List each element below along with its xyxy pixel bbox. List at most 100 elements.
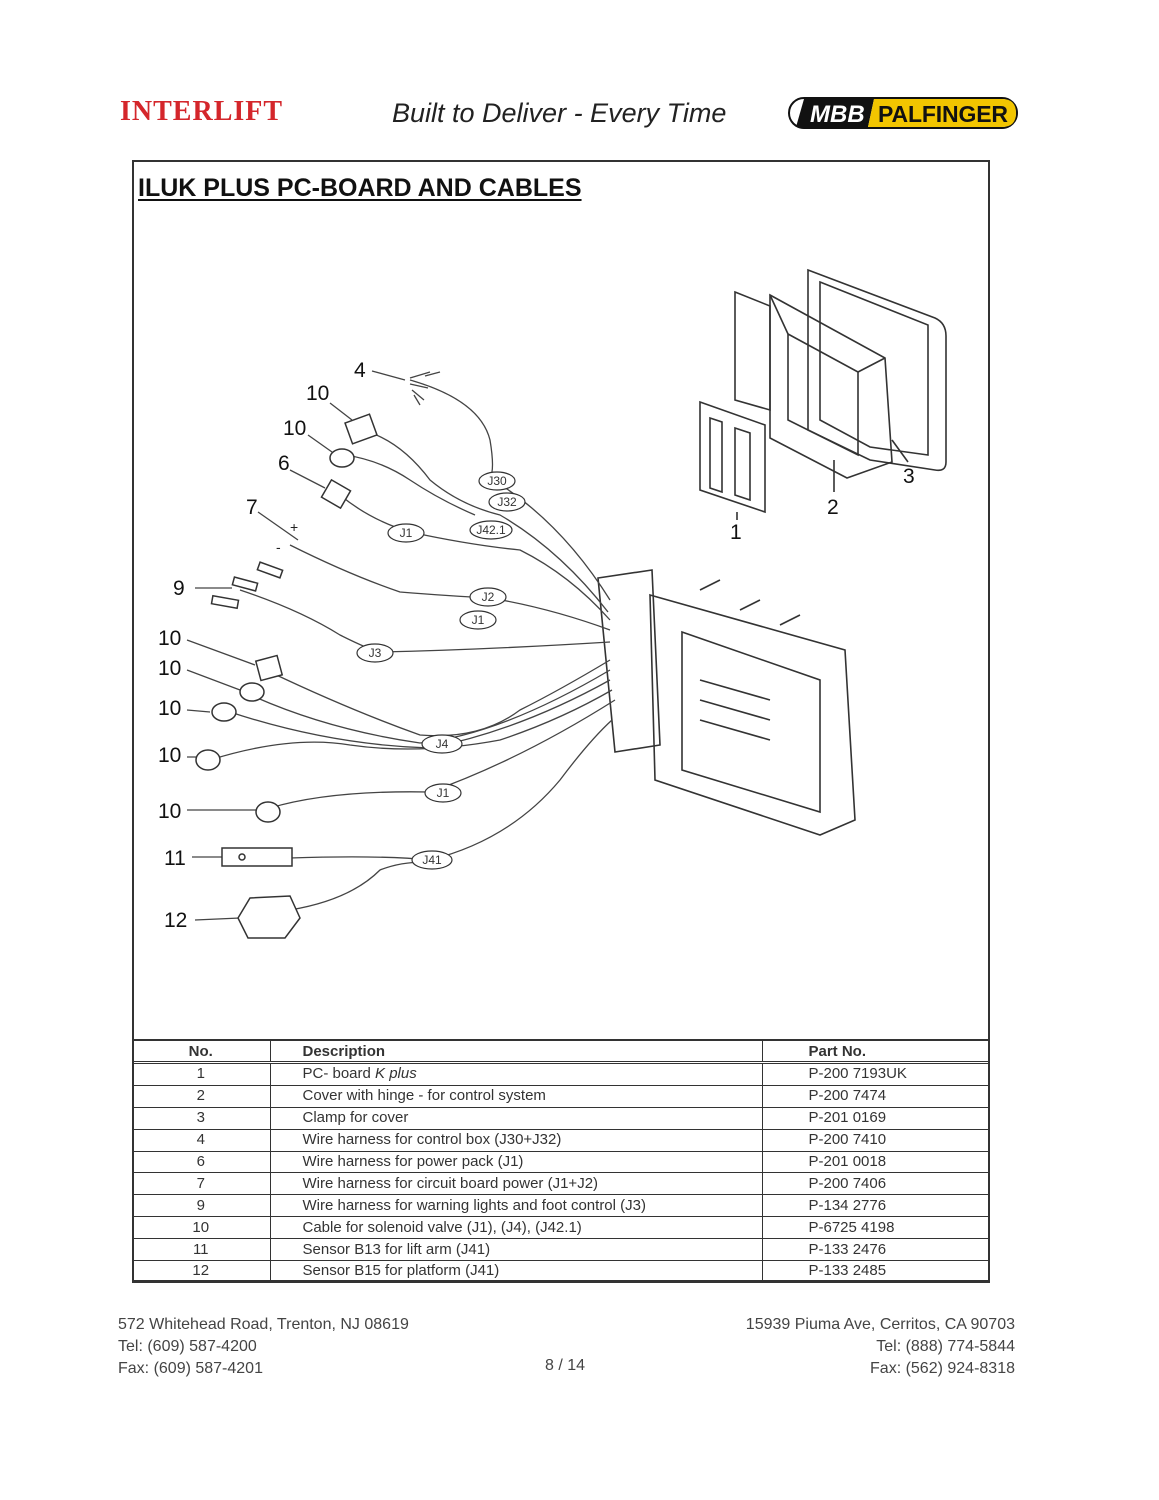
cable-10c: [269, 659, 611, 737]
polarity-minus: -: [276, 539, 281, 555]
footer-right-line: Fax: (562) 924-8318: [870, 1360, 1015, 1377]
cell-part-no: P-200 7406: [761, 1172, 990, 1195]
cell-description: Cable for solenoid valve (J1), (J4), (J4…: [269, 1216, 762, 1239]
cell-no: 7: [132, 1172, 270, 1195]
connector-label: J41: [422, 853, 442, 867]
cell-no: 3: [132, 1106, 270, 1130]
callout-number: 6: [278, 452, 290, 475]
footer-address-right: 15939 Piuma Ave, Cerritos, CA 90703 Tel:…: [746, 1314, 1015, 1380]
callout-number: 10: [158, 800, 181, 823]
sensor-b13-part: [221, 847, 293, 867]
cell-description: Sensor B13 for lift arm (J41): [269, 1238, 762, 1261]
interlift-logo: INTERLIFT: [120, 96, 284, 127]
description-text: Sensor B15 for platform (J41): [302, 1262, 500, 1280]
description-text: Sensor B13 for lift arm (J41): [302, 1240, 491, 1258]
cell-description: Wire harness for circuit board power (J1…: [269, 1172, 762, 1195]
connector-label: J1: [400, 526, 413, 540]
description-text: Wire harness for power pack (J1): [302, 1153, 524, 1170]
cell-description: PC- board K plus: [269, 1062, 762, 1086]
tagline: Built to Deliver - Every Time: [392, 98, 727, 128]
page-number: 8 / 14: [545, 1357, 586, 1374]
callout-number: 9: [173, 577, 185, 600]
cell-part-no: P-134 2776: [761, 1194, 990, 1217]
connector-j2-tag: [469, 587, 507, 607]
cell-part-no: P-6725 4198: [761, 1216, 990, 1239]
connector-j4-tag: [421, 734, 463, 754]
cable-10a: [361, 429, 609, 613]
sensor-b15-part: [237, 895, 301, 939]
solenoid-ring-10g: [255, 801, 281, 823]
cover-clamp-part: [807, 268, 947, 472]
polarity-plus: +: [290, 519, 298, 535]
cell-no: 11: [132, 1238, 270, 1261]
footer-address-left: 572 Whitehead Road, Trenton, NJ 08619 Te…: [118, 1314, 409, 1380]
connector-j1-tag-c: [424, 783, 462, 803]
table-row: 9 Wire harness for warning lights and foo…: [132, 1194, 990, 1217]
connector-label: J42.1: [476, 523, 506, 537]
connector-j3-tag: [356, 643, 394, 663]
cell-part-no: P-133 2485: [761, 1260, 990, 1283]
callout-number: 10: [283, 417, 306, 440]
col-header-part-no: Part No.: [761, 1039, 990, 1064]
cell-part-no: P-201 0018: [761, 1150, 990, 1173]
cell-description: Cover with hinge - for control system: [269, 1084, 762, 1108]
callout-number: 10: [158, 744, 181, 767]
logo-palfinger-text: PALFINGER: [878, 101, 1008, 127]
cell-part-no: P-133 2476: [761, 1238, 990, 1261]
table-header-row: No. Description Part No.: [132, 1039, 990, 1064]
connector-j1-tag-b: [459, 610, 497, 630]
callout-number: 10: [306, 382, 329, 405]
cell-no: 9: [132, 1194, 270, 1217]
connector-j421-tag: [469, 520, 513, 540]
connector-label: J2: [482, 590, 495, 604]
connector-label: J1: [437, 786, 450, 800]
connector-label: J4: [436, 737, 449, 751]
col-header-description: Description: [269, 1039, 762, 1064]
cable-7: [289, 544, 611, 631]
connector-label: J30: [487, 474, 507, 488]
cable-10b: [344, 454, 476, 516]
callout-number: 11: [164, 847, 186, 870]
callout-number: 3: [903, 465, 915, 488]
cell-no: 4: [132, 1128, 270, 1152]
table-row: 6 Wire harness for power pack (J1) P-201 0…: [132, 1150, 990, 1173]
footer-left-line: 572 Whitehead Road, Trenton, NJ 08619: [118, 1316, 409, 1333]
connector-label: J3: [369, 646, 382, 660]
cell-no: 10: [132, 1216, 270, 1239]
callout-number: 10: [158, 697, 181, 720]
cable-11: [289, 719, 613, 861]
description-italic: K plus: [375, 1065, 417, 1083]
callout-number: 1: [730, 521, 742, 544]
mbb-palfinger-logo: MBB PALFINGER: [788, 97, 1018, 129]
cell-no: 6: [132, 1150, 270, 1173]
connector-j32-tag: [488, 492, 526, 512]
cable-12: [289, 861, 426, 911]
cell-description: Wire harness for warning lights and foot…: [269, 1194, 762, 1217]
callout-number: 2: [827, 496, 839, 519]
footer-left-line: Tel: (609) 587-4200: [118, 1338, 257, 1355]
cell-no: 1: [132, 1062, 270, 1086]
solenoid-ring-10e: [211, 702, 237, 722]
control-box-main: [649, 593, 856, 836]
solenoid-ring-10b: [329, 448, 355, 468]
description-text: Wire harness for warning lights and foot…: [302, 1196, 646, 1214]
cell-no: 2: [132, 1084, 270, 1108]
cable-6: [339, 494, 611, 621]
cell-description: Wire harness for power pack (J1): [269, 1150, 762, 1173]
footer-right-line: Tel: (888) 774-5844: [876, 1338, 1015, 1355]
connector-j1-tag-a: [387, 523, 425, 543]
pcboard-exploded-diagram: J30 J32 J1 J42.1 J2 J1 J3 J4 J1 J41 + - …: [158, 268, 947, 939]
cell-part-no: P-200 7474: [761, 1084, 990, 1108]
description-text: Clamp for cover: [302, 1109, 409, 1127]
power-pack-plug-6: [320, 478, 352, 510]
cell-description: Sensor B15 for platform (J41): [269, 1260, 762, 1283]
connector-j41-tag: [411, 850, 453, 870]
table-row: 12 Sensor B15 for platform (J41) P-133 248…: [132, 1260, 990, 1283]
cell-part-no: P-201 0169: [761, 1106, 990, 1130]
solenoid-connector-10a: [344, 413, 378, 445]
cell-no: 12: [132, 1260, 270, 1283]
connector-label: J32: [497, 495, 517, 509]
